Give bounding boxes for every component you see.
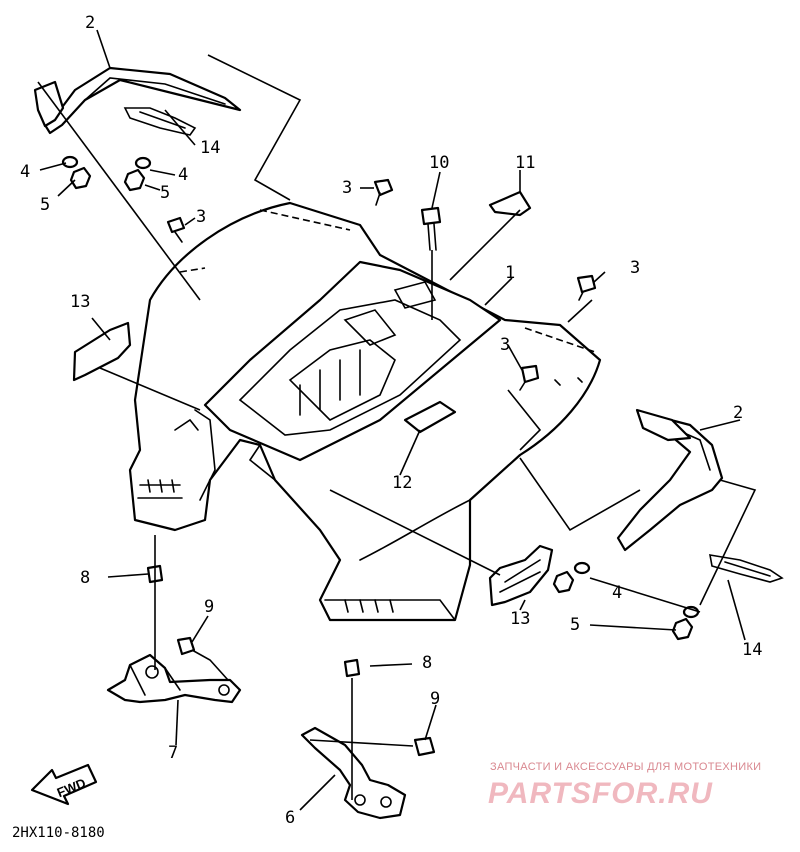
- bracket-7: [106, 653, 242, 704]
- callout-12: 12: [392, 473, 412, 493]
- callout-3-top: 3: [342, 178, 352, 198]
- grab-bar-left: [43, 66, 242, 135]
- callout-13-left: 13: [70, 292, 90, 312]
- callout-9-right: 9: [430, 689, 440, 709]
- forward-arrow: FWD: [30, 763, 98, 806]
- rear-fender-body: [128, 201, 602, 622]
- callout-8-right: 8: [422, 653, 432, 673]
- callout-numbers: 2 14 4 5 4 5 3 3 10 11 1 3 3 2 13 12 8 9…: [20, 13, 762, 828]
- callout-4-mid: 4: [178, 165, 188, 185]
- bracket-6: [300, 726, 407, 820]
- label-12: [403, 400, 457, 434]
- label-11: [488, 190, 532, 217]
- watermark: ЗАПЧАСТИ И АКСЕССУАРЫ ДЛЯ МОТОТЕХНИКИ PA…: [488, 761, 761, 810]
- callout-1: 1: [505, 263, 515, 283]
- plate-13-left: [72, 321, 132, 382]
- flap-plate-right: [635, 408, 692, 442]
- callout-4-right: 4: [612, 583, 622, 603]
- callout-2-top: 2: [85, 13, 95, 33]
- mud-flap-left: [33, 80, 65, 128]
- callout-5-left: 5: [40, 195, 50, 215]
- callout-13-right: 13: [510, 609, 530, 629]
- callout-3-left: 3: [196, 207, 206, 227]
- callout-6: 6: [285, 808, 295, 828]
- callout-2-right: 2: [733, 403, 743, 423]
- callout-3-right: 3: [630, 258, 640, 278]
- callout-3-center: 3: [500, 335, 510, 355]
- plate-13-right: [488, 544, 554, 607]
- reference-code: 2HX110-8180: [12, 825, 105, 841]
- callout-4-left: 4: [20, 162, 30, 182]
- callout-10: 10: [429, 153, 449, 173]
- watermark-tagline: ЗАПЧАСТИ И АКСЕССУАРЫ ДЛЯ МОТОТЕХНИКИ: [490, 761, 761, 773]
- callout-14-right: 14: [742, 640, 762, 660]
- fasteners: [61, 155, 700, 757]
- callout-5-right: 5: [570, 615, 580, 635]
- callout-14-top: 14: [200, 138, 220, 158]
- callout-11: 11: [515, 153, 535, 173]
- callout-5-mid: 5: [160, 183, 170, 203]
- clip-14-left: [123, 107, 197, 136]
- leader-lines: [37, 29, 757, 811]
- callout-8-left: 8: [80, 568, 90, 588]
- callout-7: 7: [168, 743, 178, 763]
- watermark-brand: PARTSFOR.RU: [488, 777, 713, 810]
- callout-9-left: 9: [204, 597, 214, 617]
- clip-14-right: [709, 554, 784, 583]
